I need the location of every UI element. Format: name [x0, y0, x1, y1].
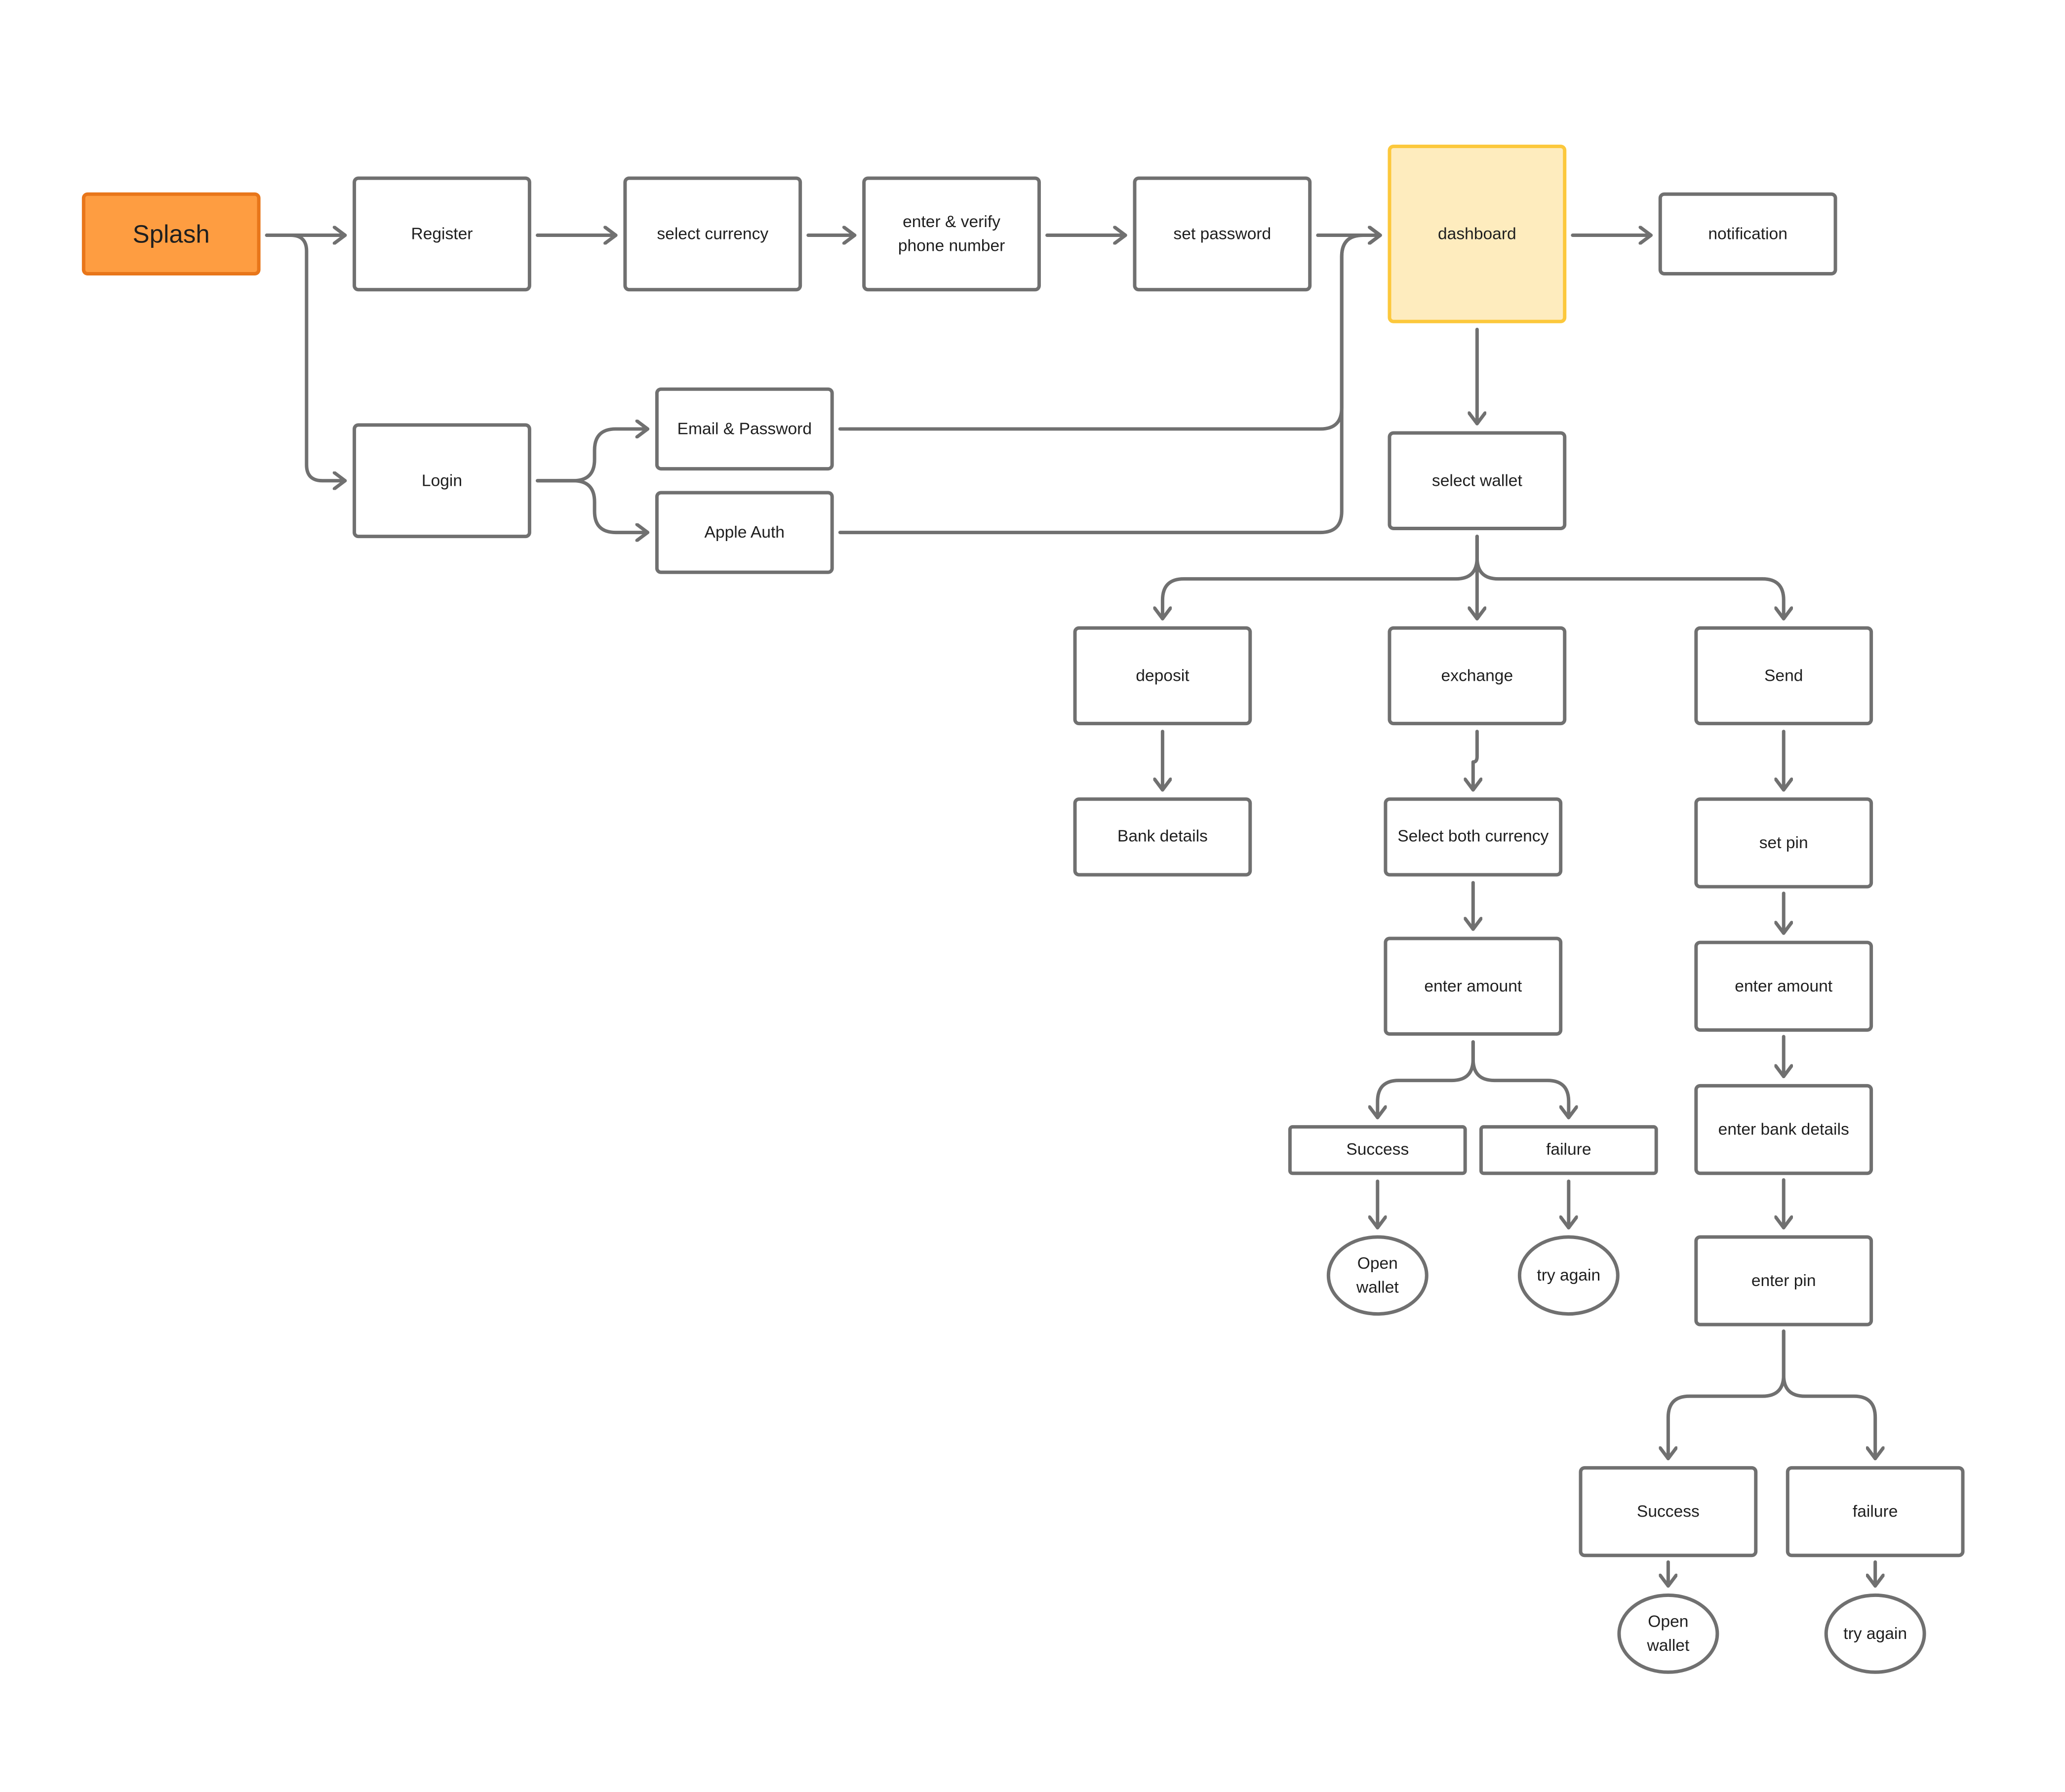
node-send-failure-label: failure	[1853, 1503, 1898, 1521]
node-splash-label: Splash	[133, 220, 210, 248]
node-apple-auth[interactable]: Apple Auth	[655, 491, 834, 574]
node-login[interactable]: Login	[353, 423, 531, 539]
node-exchange-try-again[interactable]: try again	[1517, 1235, 1620, 1316]
node-set-password[interactable]: set password	[1133, 176, 1312, 292]
node-exchange-success-label: Success	[1346, 1140, 1409, 1159]
arrow-exchange-amount-to-success	[1378, 1040, 1475, 1120]
node-register[interactable]: Register	[353, 176, 531, 292]
arrow-exchange-amount-to-failure	[1471, 1040, 1569, 1120]
node-exchange-label: exchange	[1441, 666, 1513, 685]
node-bank-details[interactable]: Bank details	[1073, 797, 1252, 877]
node-enter-bank-details-label: enter bank details	[1718, 1121, 1849, 1139]
node-enter-pin[interactable]: enter pin	[1694, 1235, 1873, 1326]
node-enter-pin-label: enter pin	[1751, 1272, 1816, 1290]
node-register-label: Register	[411, 225, 473, 243]
node-set-pin[interactable]: set pin	[1694, 797, 1873, 889]
node-notification[interactable]: notification	[1658, 192, 1837, 275]
arrow-select-wallet-to-deposit	[1162, 535, 1479, 621]
node-select-currency-label: select currency	[657, 225, 768, 243]
node-dashboard[interactable]: dashboard	[1388, 144, 1567, 323]
node-exchange[interactable]: exchange	[1388, 626, 1567, 726]
node-select-both-currency-label: Select both currency	[1397, 827, 1549, 846]
node-email-password[interactable]: Email & Password	[655, 387, 834, 471]
node-exchange-failure[interactable]: failure	[1479, 1125, 1658, 1175]
arrow-enter-pin-to-success	[1668, 1329, 1786, 1461]
node-send[interactable]: Send	[1694, 626, 1873, 726]
node-send-open-wallet[interactable]: Open wallet	[1617, 1593, 1719, 1674]
node-set-password-label: set password	[1173, 225, 1271, 243]
arrow-enter-pin-to-failure	[1782, 1329, 1875, 1461]
node-send-label: Send	[1764, 666, 1803, 685]
node-exchange-success[interactable]: Success	[1288, 1125, 1467, 1175]
node-send-open-wallet-line-1: Open	[1648, 1613, 1688, 1631]
node-exchange-open-wallet-line-1: Open	[1357, 1254, 1398, 1273]
node-send-enter-amount[interactable]: enter amount	[1694, 940, 1873, 1032]
node-select-both-currency[interactable]: Select both currency	[1384, 797, 1563, 877]
node-apple-auth-label: Apple Auth	[705, 523, 785, 542]
node-deposit[interactable]: deposit	[1073, 626, 1252, 726]
node-dashboard-label: dashboard	[1438, 225, 1516, 243]
node-exchange-enter-amount-label: enter amount	[1424, 977, 1522, 995]
node-set-pin-label: set pin	[1759, 834, 1808, 852]
node-verify-phone-line-1: enter & verify	[903, 213, 1000, 231]
node-send-open-wallet-line-2: wallet	[1646, 1636, 1690, 1655]
node-send-success-label: Success	[1637, 1503, 1700, 1521]
node-select-wallet-label: select wallet	[1432, 471, 1523, 490]
arrow-apple-auth-to-dashboard	[838, 235, 1382, 535]
node-exchange-enter-amount[interactable]: enter amount	[1384, 936, 1563, 1036]
node-bank-details-label: Bank details	[1117, 827, 1208, 846]
node-exchange-failure-label: failure	[1546, 1140, 1591, 1159]
arrow-login-to-apple-auth	[536, 479, 650, 533]
node-splash[interactable]: Splash	[81, 192, 261, 275]
node-select-currency[interactable]: select currency	[623, 176, 802, 292]
node-send-try-again[interactable]: try again	[1824, 1593, 1926, 1674]
node-send-success[interactable]: Success	[1579, 1466, 1758, 1558]
arrow-select-wallet-to-send	[1475, 535, 1784, 621]
node-exchange-open-wallet[interactable]: Open wallet	[1326, 1235, 1429, 1316]
node-verify-phone-line-2: phone number	[898, 237, 1005, 255]
node-send-enter-amount-label: enter amount	[1735, 977, 1833, 995]
node-email-password-label: Email & Password	[677, 420, 812, 438]
node-verify-phone[interactable]: enter & verify phone number	[862, 176, 1041, 292]
arrow-exchange-to-select-both-currency	[1473, 730, 1477, 792]
arrow-login-to-email-password	[536, 429, 650, 483]
node-send-try-again-label: try again	[1843, 1625, 1907, 1643]
arrow-splash-to-login	[265, 234, 347, 481]
node-deposit-label: deposit	[1136, 666, 1190, 685]
node-notification-label: notification	[1708, 225, 1787, 243]
node-enter-bank-details[interactable]: enter bank details	[1694, 1084, 1873, 1175]
node-exchange-open-wallet-line-2: wallet	[1356, 1278, 1399, 1296]
node-exchange-try-again-label: try again	[1537, 1266, 1600, 1285]
node-login-label: Login	[422, 471, 462, 490]
node-send-failure[interactable]: failure	[1786, 1466, 1965, 1558]
node-select-wallet[interactable]: select wallet	[1388, 431, 1567, 531]
